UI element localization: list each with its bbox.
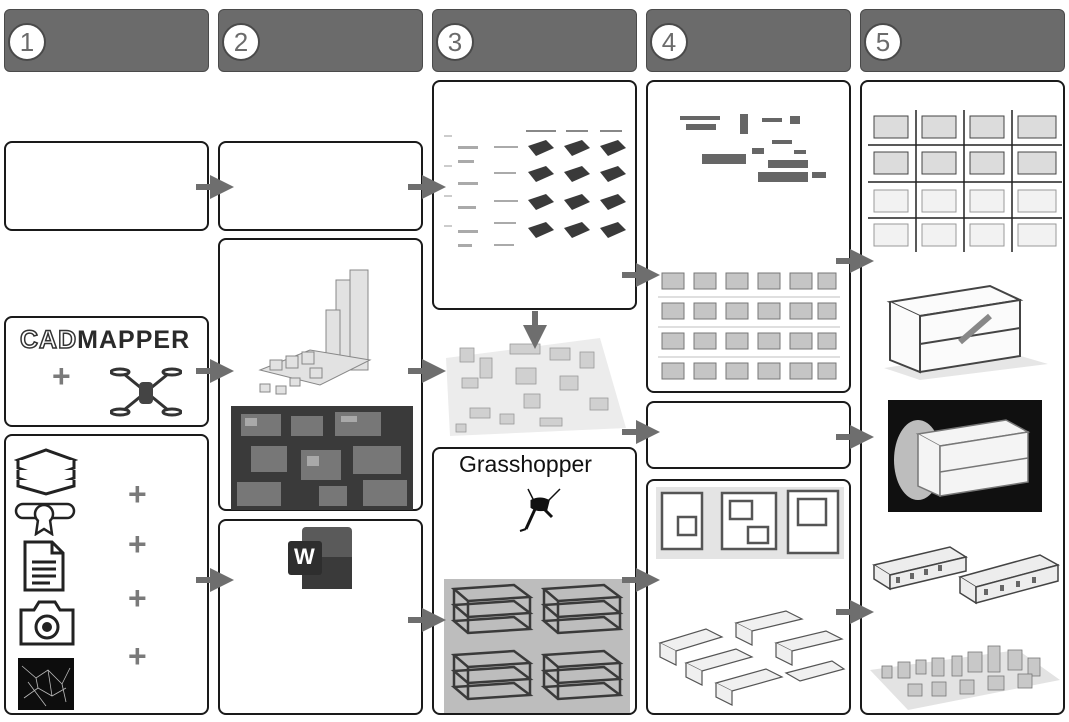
plus-sign: + [52, 358, 71, 394]
floor-plan-image [656, 487, 844, 559]
col1-box-cadmapper: CADMAPPER + [4, 316, 209, 427]
stage-number-2: 2 [222, 23, 260, 61]
col1-box-top [4, 141, 209, 231]
col5-box-results [860, 80, 1065, 715]
cadmapper-mapper-text: MAPPER [77, 326, 191, 354]
parametric-frames-image [444, 579, 630, 713]
col2-box-word: W [218, 519, 423, 715]
stage-header-5: 5 [860, 9, 1065, 72]
col3-box-massing-study [432, 80, 637, 310]
plus-sign: + [128, 526, 147, 562]
physical-model-photo-image [888, 400, 1042, 512]
grasshopper-icon [512, 483, 564, 533]
col4-box-plans [646, 479, 851, 715]
plus-sign: + [128, 580, 147, 616]
plus-sign: + [128, 638, 147, 674]
camera-icon [18, 600, 76, 646]
network-image [18, 658, 74, 710]
urban-blocks-rendering-image [870, 537, 1062, 609]
stage-header-2: 2 [218, 9, 423, 72]
scatter-plan-image [672, 110, 832, 190]
massing-study-table-image [442, 126, 632, 266]
stage-header-1: 1 [4, 9, 209, 72]
aerial-photo-image [231, 406, 413, 510]
city-3d-model-image [250, 260, 400, 400]
grasshopper-label: Grasshopper [459, 451, 592, 477]
massing-grid-image [658, 267, 840, 387]
plus-sign: + [128, 476, 147, 512]
city-masterplan-image [868, 630, 1062, 712]
col4-box-analysis [646, 80, 851, 393]
certificate-icon [14, 500, 76, 536]
col3-box-grasshopper: Grasshopper [432, 447, 637, 715]
stage-header-3: 3 [432, 9, 637, 72]
stage-number-4: 4 [650, 23, 688, 61]
cadmapper-logo: CADMAPPER [19, 325, 191, 355]
col4-box-middle [646, 401, 851, 469]
drone-icon [110, 364, 182, 420]
stage-header-4: 4 [646, 9, 851, 72]
document-icon [22, 540, 66, 592]
cadmapper-cad-text: CAD [19, 325, 78, 355]
building-rendering-image [880, 272, 1050, 382]
col2-box-top [218, 141, 423, 231]
site-plan-model-image [440, 328, 630, 438]
books-icon [14, 446, 78, 496]
word-icon-letter: W [294, 544, 315, 569]
col1-box-inputs: + + + + [4, 434, 209, 715]
stage-number-3: 3 [436, 23, 474, 61]
word-icon: W [286, 527, 354, 591]
stage-number-1: 1 [8, 23, 46, 61]
stage-number-5: 5 [864, 23, 902, 61]
design-variants-grid-image [868, 110, 1062, 252]
housing-blocks-image [656, 603, 846, 709]
